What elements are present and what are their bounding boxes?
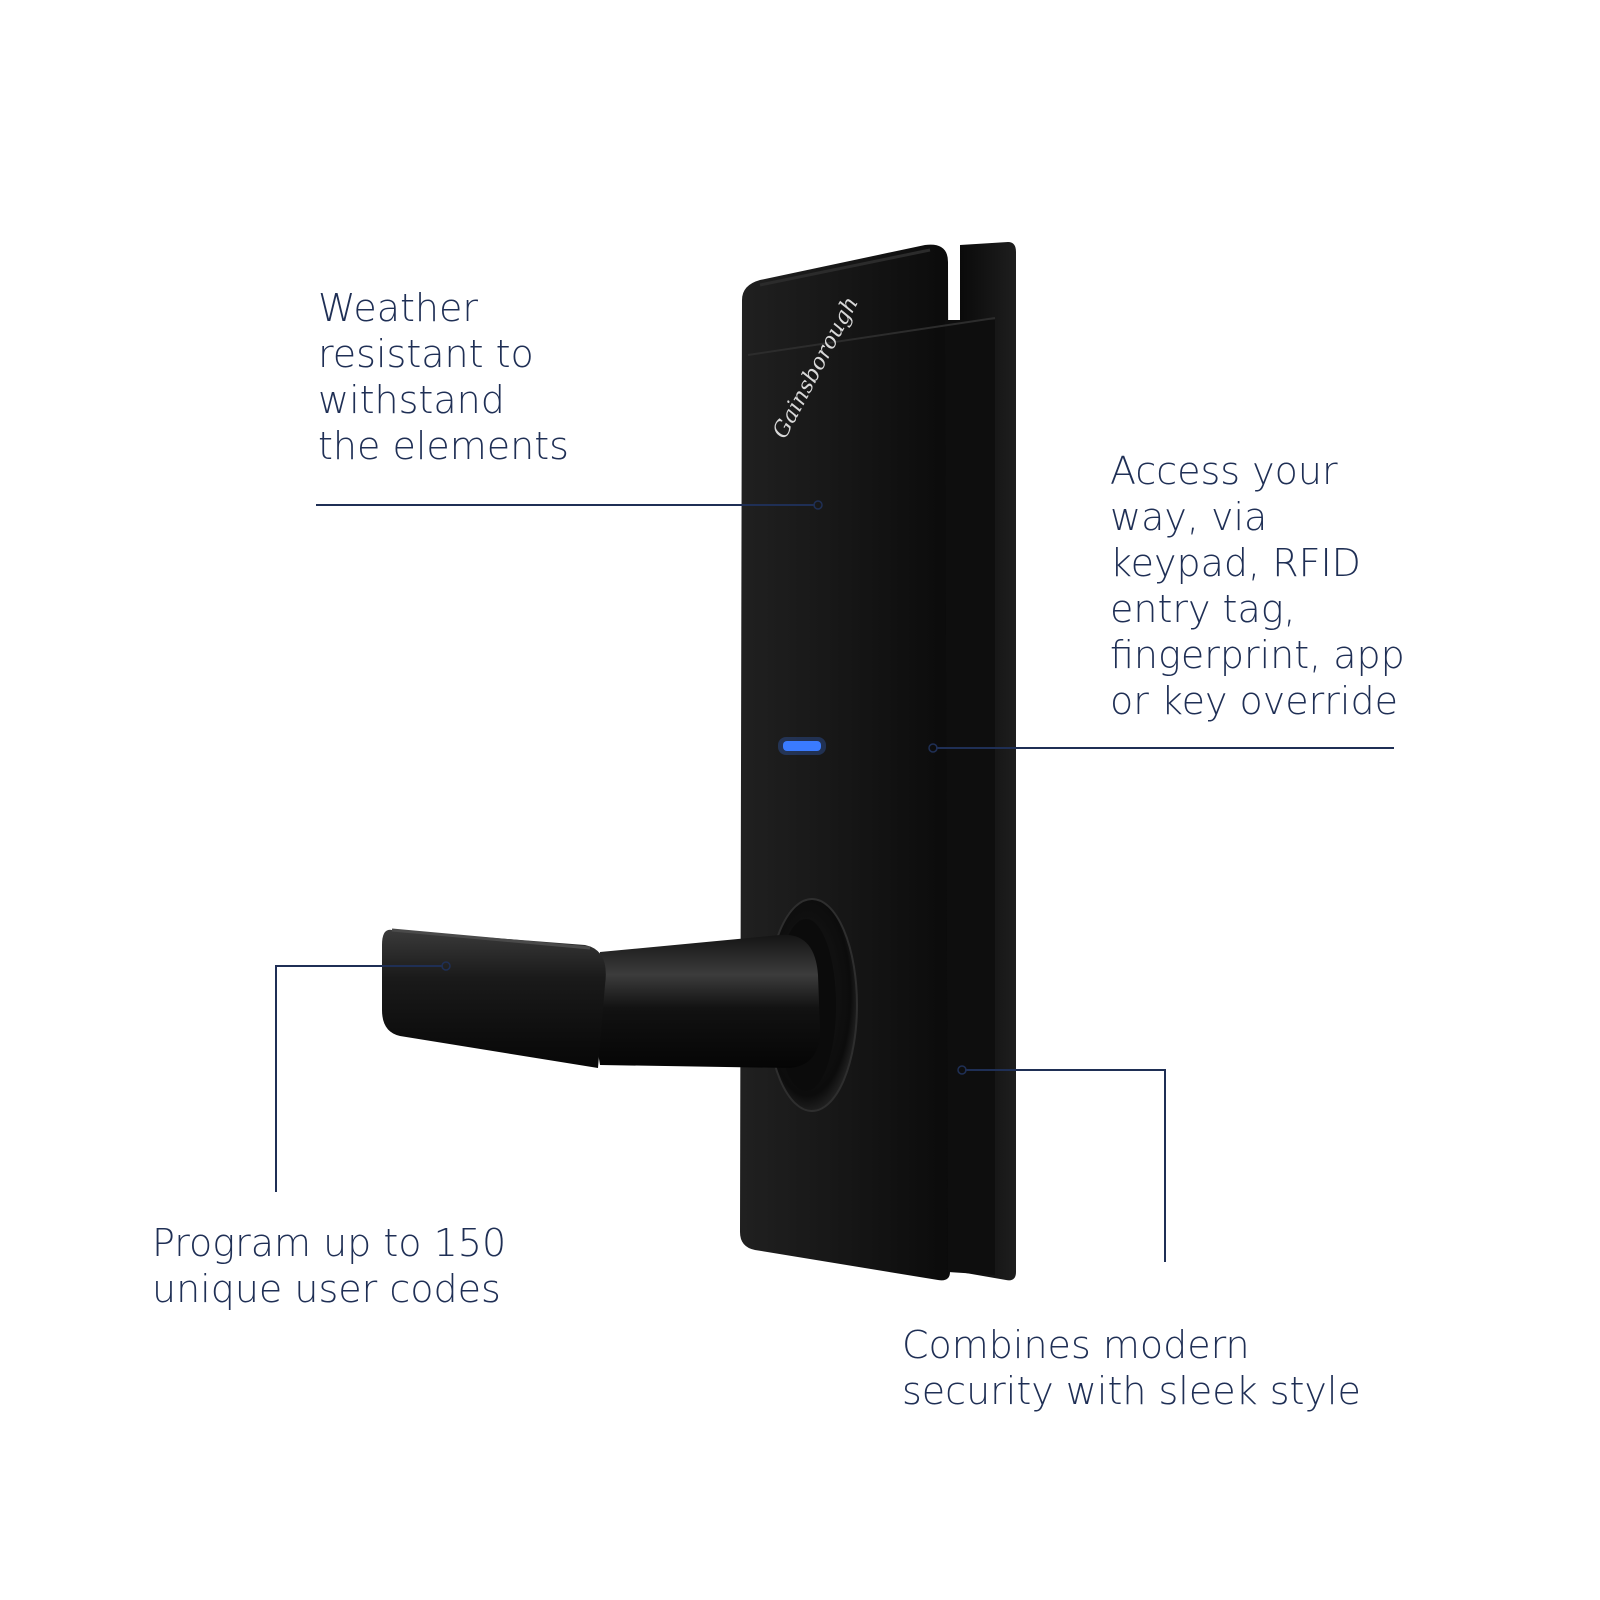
lock-front-plate	[740, 244, 950, 1281]
caption-user-codes: Program up to 150 unique user codes	[152, 1221, 507, 1311]
caption-access-methods: Access your way, via keypad, RFID entry …	[1110, 449, 1405, 723]
lock-side-face	[945, 320, 995, 1275]
handle-stem	[595, 934, 820, 1068]
callout-combine	[957, 1065, 1166, 1262]
callout-program	[275, 961, 451, 1192]
caption-weather-resistant: Weather resistant to withstand the eleme…	[318, 286, 569, 468]
callout-weather	[316, 500, 823, 510]
caption-modern-style: Combines modern security with sleek styl…	[902, 1323, 1361, 1413]
status-led	[783, 741, 821, 751]
handle-lever	[382, 929, 606, 1068]
callout-access	[928, 743, 1394, 753]
